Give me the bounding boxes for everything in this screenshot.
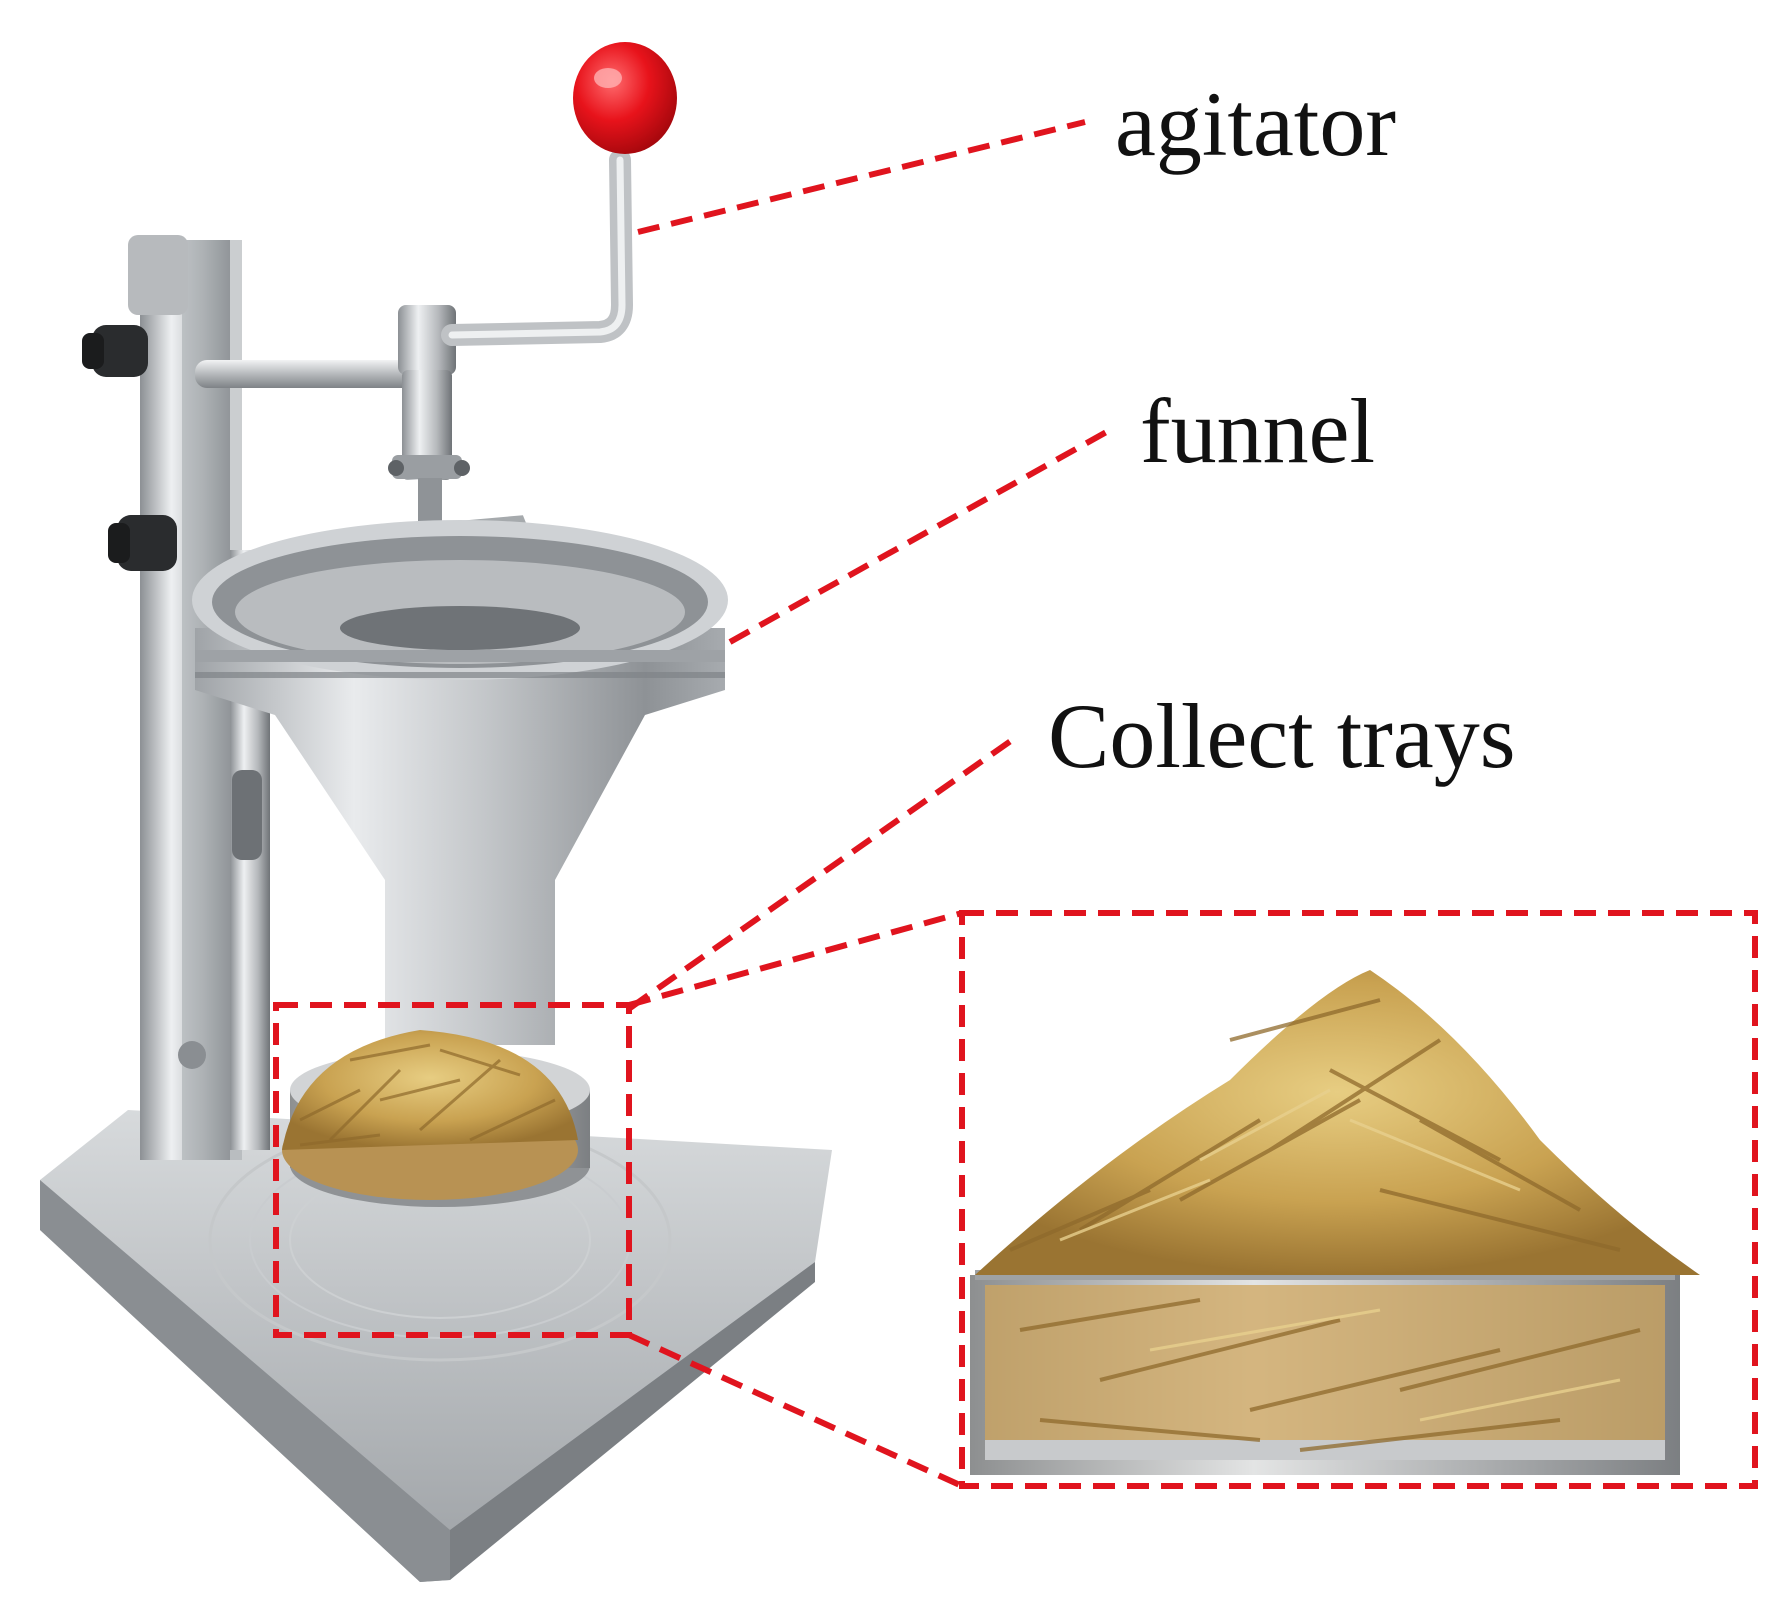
inset-connector-bottom bbox=[627, 1332, 964, 1489]
agitator-crank bbox=[441, 149, 634, 346]
agitator-label: agitator bbox=[1115, 73, 1396, 175]
clamp-knob-upper bbox=[82, 325, 148, 377]
funnel bbox=[192, 520, 728, 1045]
tray-highlight-box bbox=[273, 1002, 632, 1338]
clamp-knob-lower bbox=[108, 515, 177, 571]
horizontal-arm bbox=[195, 360, 415, 388]
red-knob bbox=[573, 42, 677, 154]
funnel-callout-line bbox=[728, 427, 1112, 645]
tray-closeup-inset bbox=[970, 970, 1700, 1475]
straw-pile bbox=[282, 1030, 578, 1200]
spindle-housing bbox=[388, 305, 470, 528]
funnel-label: funnel bbox=[1140, 380, 1376, 482]
collect-callout-line bbox=[628, 735, 1017, 1011]
inset-connector-top bbox=[628, 910, 963, 1008]
agitator-callout-line bbox=[637, 119, 1086, 235]
collect-trays-label: Collect trays bbox=[1048, 685, 1516, 787]
